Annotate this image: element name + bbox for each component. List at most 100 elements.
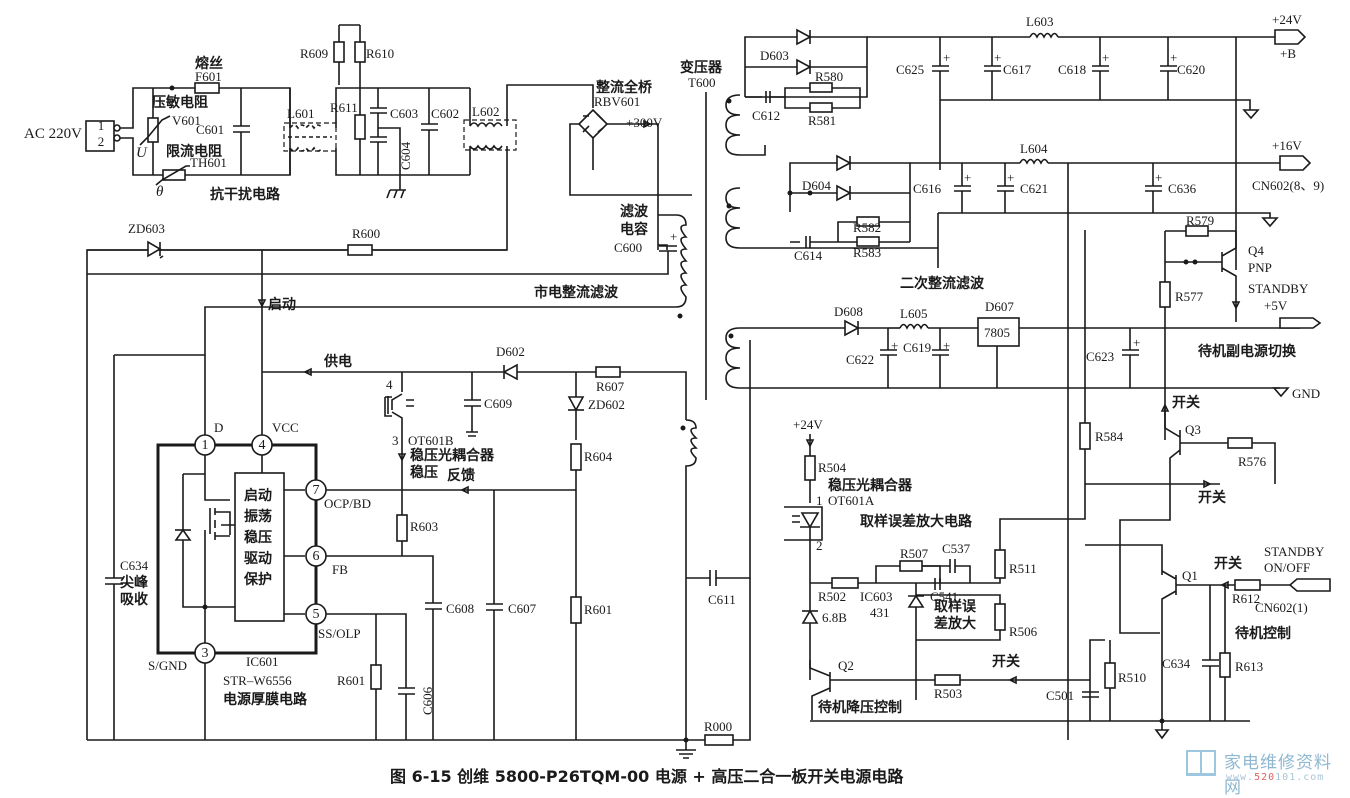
D607-label: D607 (985, 299, 1014, 314)
C625-plus: + (943, 50, 950, 65)
R607-label: R607 (596, 379, 625, 394)
block-line-5: 保护 (243, 571, 272, 588)
ic601-pin-5: 5 (305, 603, 327, 625)
zener-6.8B (801, 609, 819, 624)
C636-label: C636 (1168, 181, 1197, 196)
resistor-R507 (899, 560, 923, 572)
inductor-L603 (1029, 32, 1059, 39)
R507-label: R507 (900, 546, 929, 561)
transformer-T600: 变压器 T600 (680, 59, 938, 400)
connector-standby (1288, 578, 1331, 592)
resistor-R610 (354, 41, 366, 63)
resistor-R506 (994, 603, 1006, 631)
C604-label: C604 (398, 141, 413, 170)
switch-label-2: 开关 (1198, 489, 1226, 506)
R502-label: R502 (818, 589, 846, 604)
Q2-cn-label: 待机降压控制 (818, 699, 902, 716)
ac-connector (85, 120, 115, 152)
C537-label: C537 (942, 541, 971, 556)
pin-4-label: VCC (272, 420, 299, 435)
opto-a-cn: 稳压光耦合器 (828, 477, 913, 494)
R577-label: R577 (1175, 289, 1204, 304)
C620-plus: + (1170, 50, 1177, 65)
watermark: 家电维修资料网 www.520101.com (1186, 748, 1346, 798)
opto-b-reg: 稳压 (410, 464, 438, 481)
diode-D602 (502, 363, 518, 381)
rail-5v-label: +5V (1264, 298, 1288, 313)
watermark-url: www.520101.com (1226, 772, 1324, 783)
control-vcc: +24V (793, 417, 823, 432)
C612-label: C612 (752, 108, 780, 123)
L603-label: L603 (1026, 14, 1053, 29)
book-icon (1186, 750, 1216, 776)
R603-label: R603 (410, 519, 438, 534)
C617-plus: + (994, 50, 1001, 65)
R000-label: R000 (704, 719, 732, 734)
output-5v-section: D608 L605 D607 7805 C622 C619 + + C623 +… (740, 213, 1322, 440)
transistor-Q4 (1221, 231, 1237, 322)
ic601-pin-1: 1 (194, 434, 216, 456)
connector-16v-label: CN602(8、9) (1252, 178, 1324, 193)
resistor-R579 (1185, 225, 1209, 237)
opto-b-pin3: 3 (392, 433, 399, 448)
resistor-R576 (1227, 437, 1253, 449)
inductor-L605 (899, 323, 929, 330)
C600-plus: + (670, 229, 677, 244)
connector-5v (1279, 317, 1322, 329)
C609-label: C609 (484, 396, 512, 411)
R584-label: R584 (1095, 429, 1124, 444)
Q1-label: Q1 (1182, 568, 1198, 583)
filter-cn-2: 电容 (620, 221, 648, 238)
amp-label-1: 取样误 (934, 598, 977, 615)
rect-section-label: 市电整流滤波 (534, 284, 619, 301)
u-symbol: U (136, 145, 148, 161)
pin-1-label: D (214, 420, 223, 435)
L602-label: L602 (472, 104, 499, 119)
D604-label: D604 (802, 178, 831, 193)
thermistor-cn: 限流电阻 (166, 143, 222, 160)
pin-6-number: 6 (313, 549, 320, 564)
resistor-R607 (595, 366, 621, 378)
opto-b-pin4: 4 (386, 377, 393, 392)
C541-label: C541 (930, 589, 958, 604)
connector-16v (1279, 155, 1312, 171)
IC603-label: IC603 (860, 589, 893, 604)
standby-onoff-2: ON/OFF (1264, 560, 1310, 575)
resistor-R510 (1104, 662, 1116, 689)
resistor-R611 (354, 114, 366, 140)
choke-L602 (463, 119, 517, 151)
R503-label: R503 (934, 686, 962, 701)
C620-label: C620 (1177, 62, 1205, 77)
R610-label: R610 (366, 46, 394, 61)
switch-label-3: 开关 (1214, 555, 1242, 572)
Q4-type: PNP (1248, 260, 1272, 275)
resistor-R504 (804, 455, 816, 481)
C621-label: C621 (1020, 181, 1048, 196)
ac-label: AC 220V (24, 126, 82, 142)
opto-a-pin1: 1 (816, 493, 823, 508)
C623-plus: + (1133, 335, 1140, 350)
connector-24v (1274, 29, 1307, 45)
control-section: +24V R504 稳压光耦合器 1 OT601A 2 取样误差放大电路 R50… (784, 230, 1331, 740)
resistor-R582 (856, 216, 880, 227)
C616-plus: + (964, 170, 971, 185)
fuse-F601 (194, 82, 220, 94)
pin-5-number: 5 (313, 607, 320, 622)
C625-label: C625 (896, 62, 924, 77)
primary-control-section: 启动 ZD603 R600 C634 尖峰 吸收 供电 D602 R607 ZD… (87, 221, 751, 759)
block-line-1: 启动 (244, 487, 272, 504)
startup-label: 启动 (268, 296, 296, 313)
standby-switch-label: 待机副电源切换 (1198, 343, 1297, 360)
resistor-R502 (831, 577, 859, 589)
thermistor-label: TH601 (190, 155, 227, 170)
opto-a-label: OT601A (828, 493, 875, 508)
R504-label: R504 (818, 460, 847, 475)
body-diode (174, 528, 192, 541)
rail-16v-label: +16V (1272, 138, 1302, 153)
diode-D604b (836, 184, 852, 202)
ac-pin2: 2 (98, 134, 105, 149)
L605-label: L605 (900, 306, 927, 321)
resistor-R581 (809, 102, 833, 113)
diode-D604a (836, 154, 852, 172)
